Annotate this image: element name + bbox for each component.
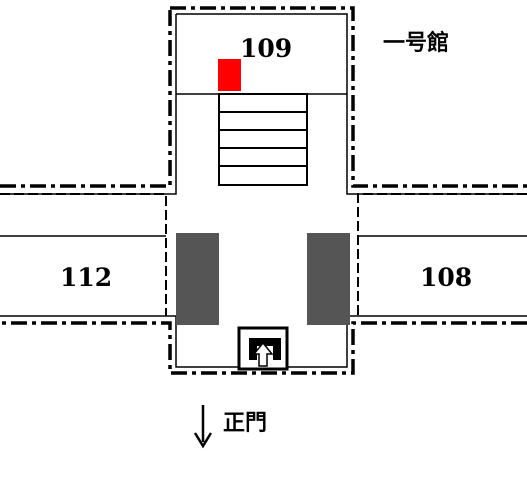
- location-marker-icon: [218, 59, 241, 91]
- building-label: 一号館: [383, 30, 449, 56]
- room-108-label: 108: [420, 263, 472, 292]
- building-outline: [0, 6, 527, 375]
- room-109-label: 109: [240, 34, 292, 63]
- inner-outline: [0, 13, 527, 368]
- pillar-left: [176, 233, 219, 325]
- right-wing-wall: [357, 193, 527, 316]
- left-wing-wall: [0, 193, 167, 316]
- entrance-label: 正門: [223, 411, 267, 436]
- staircase: [218, 93, 308, 186]
- down-arrow-icon: [193, 405, 213, 449]
- pillar-right: [307, 233, 350, 325]
- room-112-label: 112: [60, 263, 112, 292]
- emergency-exit-icon: [237, 326, 289, 371]
